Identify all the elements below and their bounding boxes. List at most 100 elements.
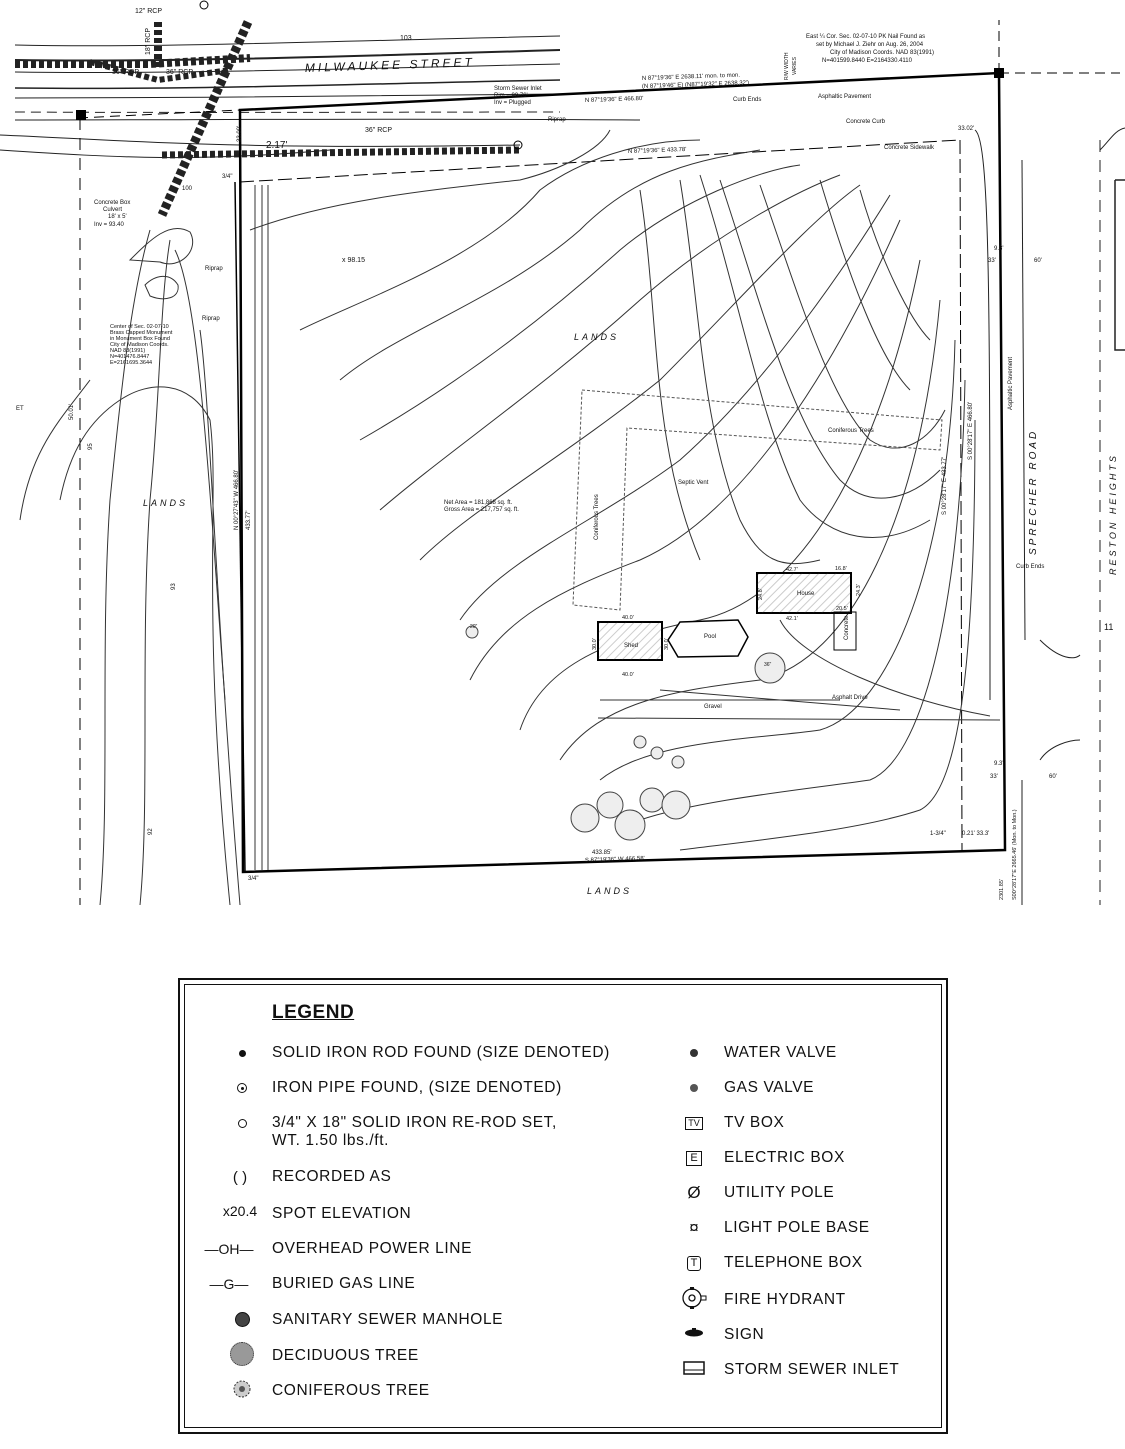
rw-width-2: VARIES xyxy=(792,56,798,75)
bearing-far-right-2: S00°28'17"E 2665.46' (Mon. to Mon.) xyxy=(1012,809,1018,900)
shed-dim-r: 30.0' xyxy=(664,638,670,650)
concrete-sidewalk-label: Concrete Sidewalk xyxy=(884,145,935,151)
utility-pole-icon: Ø xyxy=(687,1183,701,1202)
coniferous-trees-label-2: Coniferous Trees xyxy=(594,494,600,540)
dim-33-bot: 33' xyxy=(990,774,998,780)
electric-box-glyph: E xyxy=(686,1150,702,1166)
water-valve-icon xyxy=(664,1040,724,1066)
center-note-3: in Monument Box Found xyxy=(110,336,170,342)
area-gross: Gross Area = 217,757 sq. ft. xyxy=(444,507,519,513)
bearing-top-2: (N 87°19'46" E) (N87°19'32" E 2638.32') xyxy=(642,80,749,90)
center-note-6: N=401476.8447 xyxy=(110,354,149,360)
property-boundary xyxy=(77,20,1120,905)
house-dim-r: 16.8' xyxy=(835,566,847,572)
contour-label-103: 103 xyxy=(400,35,412,42)
tv-box-glyph: TV xyxy=(685,1116,703,1130)
dim-2-17: 2.17' xyxy=(266,140,287,151)
culvert-2: Culvert xyxy=(103,207,122,213)
telephone-box-icon: T xyxy=(664,1250,724,1276)
shed-dim-l: 30.0' xyxy=(592,638,598,650)
center-note-7: E=2161695.3644 xyxy=(110,360,152,366)
pool-label: Pool xyxy=(704,634,716,640)
trees xyxy=(465,625,786,841)
milwaukee-street xyxy=(0,35,641,159)
edge-text-right: 11 xyxy=(1104,622,1113,632)
spot-elevation-label: x 98.15 xyxy=(342,257,365,264)
contour-label-92: 92 xyxy=(148,828,154,835)
electric-box-icon: E xyxy=(664,1145,724,1171)
bearing-far-right-1: 2301.85' xyxy=(999,879,1005,900)
solid-iron-rod-icon xyxy=(212,1040,272,1066)
corner-note-4: N=401599.8440 E=2164330.4110 xyxy=(822,58,913,64)
dim-33-00: 33.00' xyxy=(237,126,243,142)
legend-label-tv-box: TV BOX xyxy=(724,1114,785,1131)
dim-3-4b: 3/4" xyxy=(248,876,258,882)
pipe-label-12: 12" RCP xyxy=(135,8,162,15)
concrete-label: Concrete xyxy=(844,615,850,640)
dim-60-bot: 60' xyxy=(1049,774,1057,780)
legend-inner-border xyxy=(184,984,942,1428)
legend-label-electric-box: ELECTRIC BOX xyxy=(724,1149,845,1166)
riprap-label-1: Riprap xyxy=(548,117,566,123)
street-label-reston: RESTON HEIGHTS xyxy=(1108,453,1118,575)
corner-note-3: City of Madison Coords. NAD 83(1991) xyxy=(830,50,934,56)
legend-label-buried-gas: BURIED GAS LINE xyxy=(272,1275,416,1292)
light-pole-base-icon: ¤ xyxy=(689,1218,699,1237)
legend-label-recorded-as: RECORDED AS xyxy=(272,1168,392,1185)
house-dim-bot: 42.1' xyxy=(786,616,798,622)
legend-label-utility-pole: UTILITY POLE xyxy=(724,1184,835,1201)
bearing-bottom-2: 433.85' xyxy=(592,850,612,856)
pipe-label-36b: 36" RCP xyxy=(166,69,193,76)
bearing-top-4: N 87°19'36" E 433.78' xyxy=(628,147,687,155)
deciduous-tree-icon xyxy=(212,1341,272,1367)
pipe-label-36c: 36" RCP xyxy=(365,127,392,134)
lands-label-center: LANDS xyxy=(574,332,619,342)
buried-gas-line-icon: —G— xyxy=(209,1276,249,1292)
legend-title: LEGEND xyxy=(272,1002,355,1023)
pipe-label-18: 18" RCP xyxy=(145,28,152,55)
area-net: Net Area = 181,868 sq. ft. xyxy=(444,500,513,506)
dim-9-5: 9.3' xyxy=(994,761,1004,767)
legend-label-coniferous-tree: CONIFEROUS TREE xyxy=(272,1382,430,1399)
pool-outline xyxy=(667,619,749,658)
legend-label-sign: SIGN xyxy=(724,1326,765,1343)
house-dim-top: 42.7' xyxy=(786,567,798,573)
legend-label-fire-hydrant: FIRE HYDRANT xyxy=(724,1291,846,1308)
tree-size-2: 36" xyxy=(764,662,772,668)
dim-33-top: 33' xyxy=(988,258,996,264)
coniferous-tree-rows xyxy=(572,389,943,611)
legend-label-iron-pipe: IRON PIPE FOUND, (SIZE DENOTED) xyxy=(272,1079,562,1096)
street-label-sprecher: SPRECHER ROAD xyxy=(1028,429,1039,555)
culvert-4: Inv = 93.40 xyxy=(94,222,125,228)
legend-label-water-valve: WATER VALVE xyxy=(724,1044,837,1061)
storm-inlet-label-3: Inv = Plugged xyxy=(494,100,531,106)
legend-label-re-rod-line2: WT. 1.50 lbs./ft. xyxy=(272,1132,390,1149)
dim-60-top: 60' xyxy=(1034,258,1042,264)
gravel-label: Gravel xyxy=(704,704,722,710)
sprecher-road xyxy=(974,127,1125,905)
buildings xyxy=(597,572,1001,721)
house-dim-b2: 20.5' xyxy=(836,606,848,612)
drainage-contours xyxy=(19,185,269,906)
street-label-milwaukee: MILWAUKEE STREET xyxy=(305,55,475,75)
storm-sewer-inlet-icon xyxy=(664,1355,724,1381)
shed-label: Shed xyxy=(624,643,638,649)
legend-label-telephone-box: TELEPHONE BOX xyxy=(724,1254,863,1271)
riprap-label-3: Riprap xyxy=(202,316,220,322)
dim-9-3: 9.3' xyxy=(994,246,1004,252)
map-labels: MILWAUKEE STREET SPRECHER ROAD RESTON HE… xyxy=(16,8,1118,900)
legend-box: LEGEND SOLID IRON ROD FOUND (SIZE DENOTE… xyxy=(178,978,948,1434)
gas-valve-icon xyxy=(664,1075,724,1101)
center-note-1: Center of Sec. 02-07-10 xyxy=(110,324,169,330)
corner-note-2: set by Michael J. Ziehr on Aug. 26, 2004 xyxy=(816,42,924,48)
bearing-right: S 00°28'17" E 433.77' xyxy=(942,457,948,515)
coniferous-tree-icon xyxy=(212,1376,272,1402)
edge-text-left: ET xyxy=(16,406,24,412)
house-dim-r2: 24.3' xyxy=(856,584,862,596)
concrete-pad xyxy=(833,611,857,651)
legend-label-deciduous-tree: DECIDUOUS TREE xyxy=(272,1347,419,1364)
legend-label-spot-elevation: SPOT ELEVATION xyxy=(272,1205,412,1222)
dim-50: 50.01' xyxy=(69,404,75,420)
lands-label-left: LANDS xyxy=(143,498,188,508)
dim-33-02: 33.02' xyxy=(958,126,974,132)
